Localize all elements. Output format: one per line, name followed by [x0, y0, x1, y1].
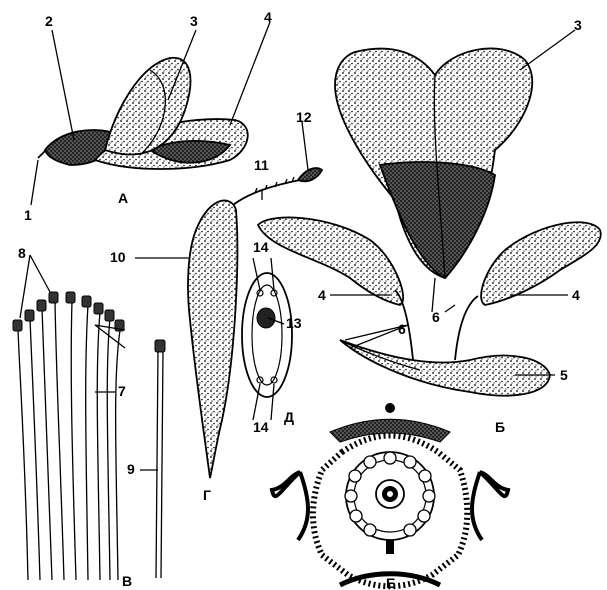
gynoecium-ovule [387, 491, 393, 497]
stigma [298, 168, 322, 181]
label-5: 5 [560, 367, 568, 383]
floral-diagram [272, 403, 508, 586]
label-12: 12 [296, 109, 312, 125]
pedicel [38, 150, 46, 158]
axis-dot [385, 403, 395, 413]
label-9: 9 [127, 461, 135, 477]
label-4-wing-left: 4 [318, 287, 326, 303]
wing-right-symbol [472, 472, 508, 540]
label-14-bottom: 14 [253, 419, 269, 435]
ovule [242, 273, 292, 397]
label-14-top: 14 [253, 239, 269, 255]
free-stamen-symbol [386, 540, 394, 554]
label-part-g: Г [203, 487, 211, 503]
label-11: 11 [254, 157, 269, 173]
label-3-flower: 3 [190, 13, 198, 29]
label-part-b: Б [495, 419, 505, 435]
label-4-flower: 4 [264, 9, 272, 25]
stamen-tube [13, 292, 165, 580]
filament-group [18, 300, 120, 580]
label-part-a: А [118, 190, 128, 206]
label-part-v: В [122, 573, 132, 589]
label-1: 1 [24, 207, 32, 223]
wing-claw-right [455, 296, 478, 360]
dissected-corolla [258, 48, 601, 395]
label-13: 13 [286, 315, 302, 331]
ovule-inner [252, 285, 282, 385]
style [233, 180, 300, 205]
label-part-e: Е [386, 575, 395, 590]
label-6-keel: 6 [398, 321, 406, 337]
ovary [188, 200, 237, 478]
standard-petal-symbol [330, 419, 450, 442]
free-stamen [155, 340, 165, 578]
wing-left-symbol [272, 472, 308, 540]
label-3-standard: 3 [574, 17, 582, 33]
keel-petal-flat [340, 340, 550, 396]
label-6-claw: 6 [432, 309, 440, 325]
wing-right [481, 222, 601, 305]
label-7: 7 [118, 383, 126, 399]
flower-side-view [38, 58, 248, 169]
label-4-wing-right: 4 [572, 287, 580, 303]
label-8: 8 [18, 245, 26, 261]
label-10: 10 [110, 249, 126, 265]
label-2: 2 [45, 13, 53, 29]
label-part-d: Д [284, 409, 294, 425]
embryo-sac [257, 308, 275, 328]
